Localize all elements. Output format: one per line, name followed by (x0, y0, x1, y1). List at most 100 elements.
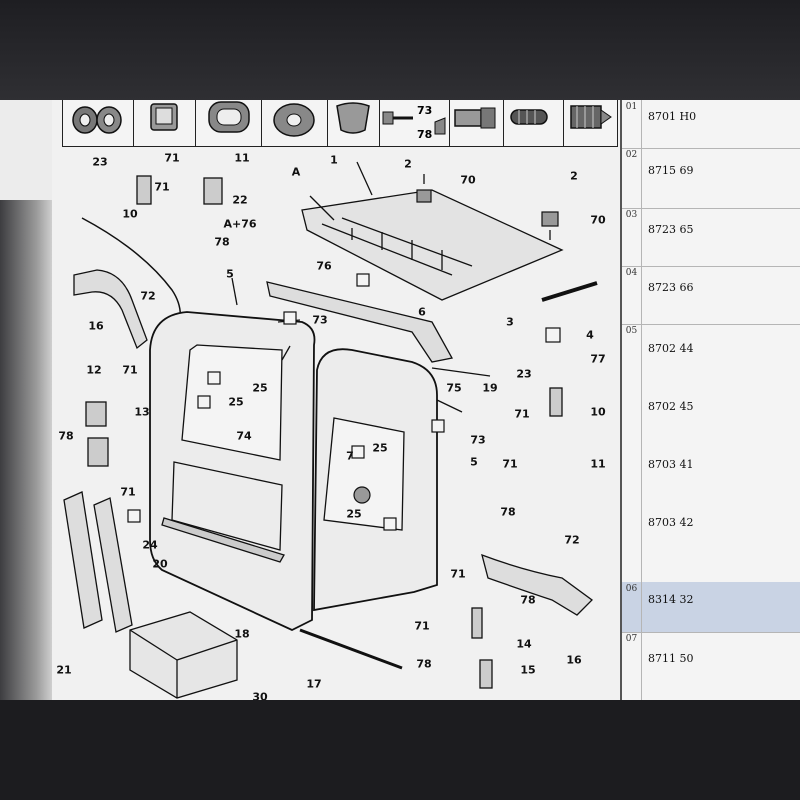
callout-c10b[interactable]: 10 (590, 405, 606, 419)
callout-c71e[interactable]: 71 (502, 457, 518, 471)
callout-c70b[interactable]: 70 (590, 213, 606, 227)
callout-c71h[interactable]: 71 (414, 619, 430, 633)
gas-strut (541, 281, 598, 302)
fastener-toolbar: 73 78 (62, 100, 618, 147)
callout-c11b[interactable]: 11 (590, 457, 606, 471)
callout-c72a[interactable]: 72 (140, 289, 156, 303)
plug-icon (150, 103, 178, 131)
callout-c23a[interactable]: 23 (92, 155, 108, 169)
part-reference-code: 8702 45 (648, 400, 694, 413)
part-reference-code: 8723 65 (648, 223, 694, 236)
callout-c23b[interactable]: 23 (516, 367, 532, 381)
callout-c25a[interactable]: 25 (252, 381, 268, 395)
callout-c75[interactable]: 75 (446, 381, 462, 395)
callout-c6[interactable]: 6 (418, 305, 426, 319)
callout-c12[interactable]: 12 (86, 363, 102, 377)
part-reference-code: 8715 69 (648, 164, 694, 177)
toolbar-cell-clip[interactable] (327, 100, 380, 146)
callout-c71g[interactable]: 71 (450, 567, 466, 581)
hinge-12 (85, 401, 107, 427)
callout-c72b[interactable]: 72 (564, 533, 580, 547)
callout-c77[interactable]: 77 (590, 352, 606, 366)
callout-c25c[interactable]: 25 (372, 441, 388, 455)
callout-c78a[interactable]: 78 (214, 235, 230, 249)
callout-c2b[interactable]: 2 (570, 169, 578, 183)
callout-c71c[interactable]: 71 (122, 363, 138, 377)
callout-c16a[interactable]: 16 (88, 319, 104, 333)
toolbar-cell-washer[interactable] (261, 100, 328, 146)
callout-c20[interactable]: 20 (152, 557, 168, 571)
callout-cA76[interactable]: A+76 (223, 217, 257, 231)
callout-c78b[interactable]: 78 (58, 429, 74, 443)
plug-part (431, 419, 445, 433)
exploded-view-drawing (63, 161, 598, 699)
callout-c78d[interactable]: 78 (520, 593, 536, 607)
callout-c1[interactable]: 1 (330, 153, 338, 167)
callout-c71d[interactable]: 71 (514, 407, 530, 421)
callout-c74[interactable]: 74 (236, 429, 252, 443)
plug-part (197, 395, 211, 409)
callout-c5a[interactable]: 5 (226, 267, 234, 281)
row-index: 04 (622, 266, 642, 324)
plug-part (127, 509, 141, 523)
callout-c7[interactable]: 7 (346, 449, 354, 463)
callout-c10a[interactable]: 10 (122, 207, 138, 221)
callout-c13[interactable]: 13 (134, 405, 150, 419)
row-index: 01 (622, 100, 642, 148)
callout-c73b[interactable]: 73 (470, 433, 486, 447)
callout-c16b[interactable]: 16 (566, 653, 582, 667)
row-index: 03 (622, 208, 642, 266)
parts-list-row[interactable]: 07 8711 50 (622, 632, 800, 700)
callout-c2a[interactable]: 2 (404, 157, 412, 171)
callout-c19[interactable]: 19 (482, 381, 498, 395)
callout-c71f[interactable]: 71 (120, 485, 136, 499)
background-above-screen (0, 0, 800, 100)
toolbar-cell-screw[interactable] (503, 100, 564, 146)
callout-c71b[interactable]: 71 (154, 180, 170, 194)
toolbar-cell-seal[interactable] (195, 100, 262, 146)
hinge-11a (203, 177, 223, 205)
callout-c24[interactable]: 24 (142, 538, 158, 552)
row-index: 06 (622, 582, 642, 632)
callout-c14[interactable]: 14 (516, 637, 532, 651)
callout-c25d[interactable]: 25 (346, 507, 362, 521)
parts-list-row[interactable]: 03 8723 65 (622, 208, 800, 267)
callout-c76[interactable]: 76 (316, 259, 332, 273)
callout-c11a[interactable]: 11 (234, 151, 250, 165)
callout-c78c[interactable]: 78 (500, 505, 516, 519)
monitor-bezel-edge (0, 200, 52, 700)
toolbar-cell-rivet[interactable]: 73 78 (379, 100, 450, 146)
callout-c22[interactable]: 22 (232, 193, 248, 207)
toolbar-cell-plug[interactable] (133, 100, 196, 146)
callout-c5b[interactable]: 5 (470, 455, 478, 469)
callout-c4[interactable]: 4 (586, 328, 594, 342)
part-reference-code: 8711 50 (648, 652, 694, 665)
row-index: 07 (622, 632, 642, 700)
hinge-23a (136, 175, 152, 205)
fastener-box (129, 611, 238, 699)
callout-c30[interactable]: 30 (252, 690, 268, 701)
callout-c15[interactable]: 15 (520, 663, 536, 677)
toolbar-cell-bolt[interactable] (449, 100, 504, 146)
body-contour-line (81, 217, 182, 321)
roof-panel (301, 189, 564, 301)
callout-cA[interactable]: A (291, 165, 301, 179)
callout-c78e[interactable]: 78 (416, 657, 432, 671)
callout-c17[interactable]: 17 (306, 677, 322, 691)
callout-c73a[interactable]: 73 (312, 313, 328, 327)
callout-c21[interactable]: 21 (56, 663, 72, 677)
right-door-window (323, 417, 405, 531)
callout-c25b[interactable]: 25 (228, 395, 244, 409)
callout-c3[interactable]: 3 (506, 315, 514, 329)
toolbar-cell-grommet[interactable] (63, 100, 134, 146)
callout-c70a[interactable]: 70 (460, 173, 476, 187)
callout-c71a[interactable]: 71 (164, 151, 180, 165)
callout-c18[interactable]: 18 (234, 627, 250, 641)
toolbar-cell-nut[interactable] (563, 100, 617, 146)
